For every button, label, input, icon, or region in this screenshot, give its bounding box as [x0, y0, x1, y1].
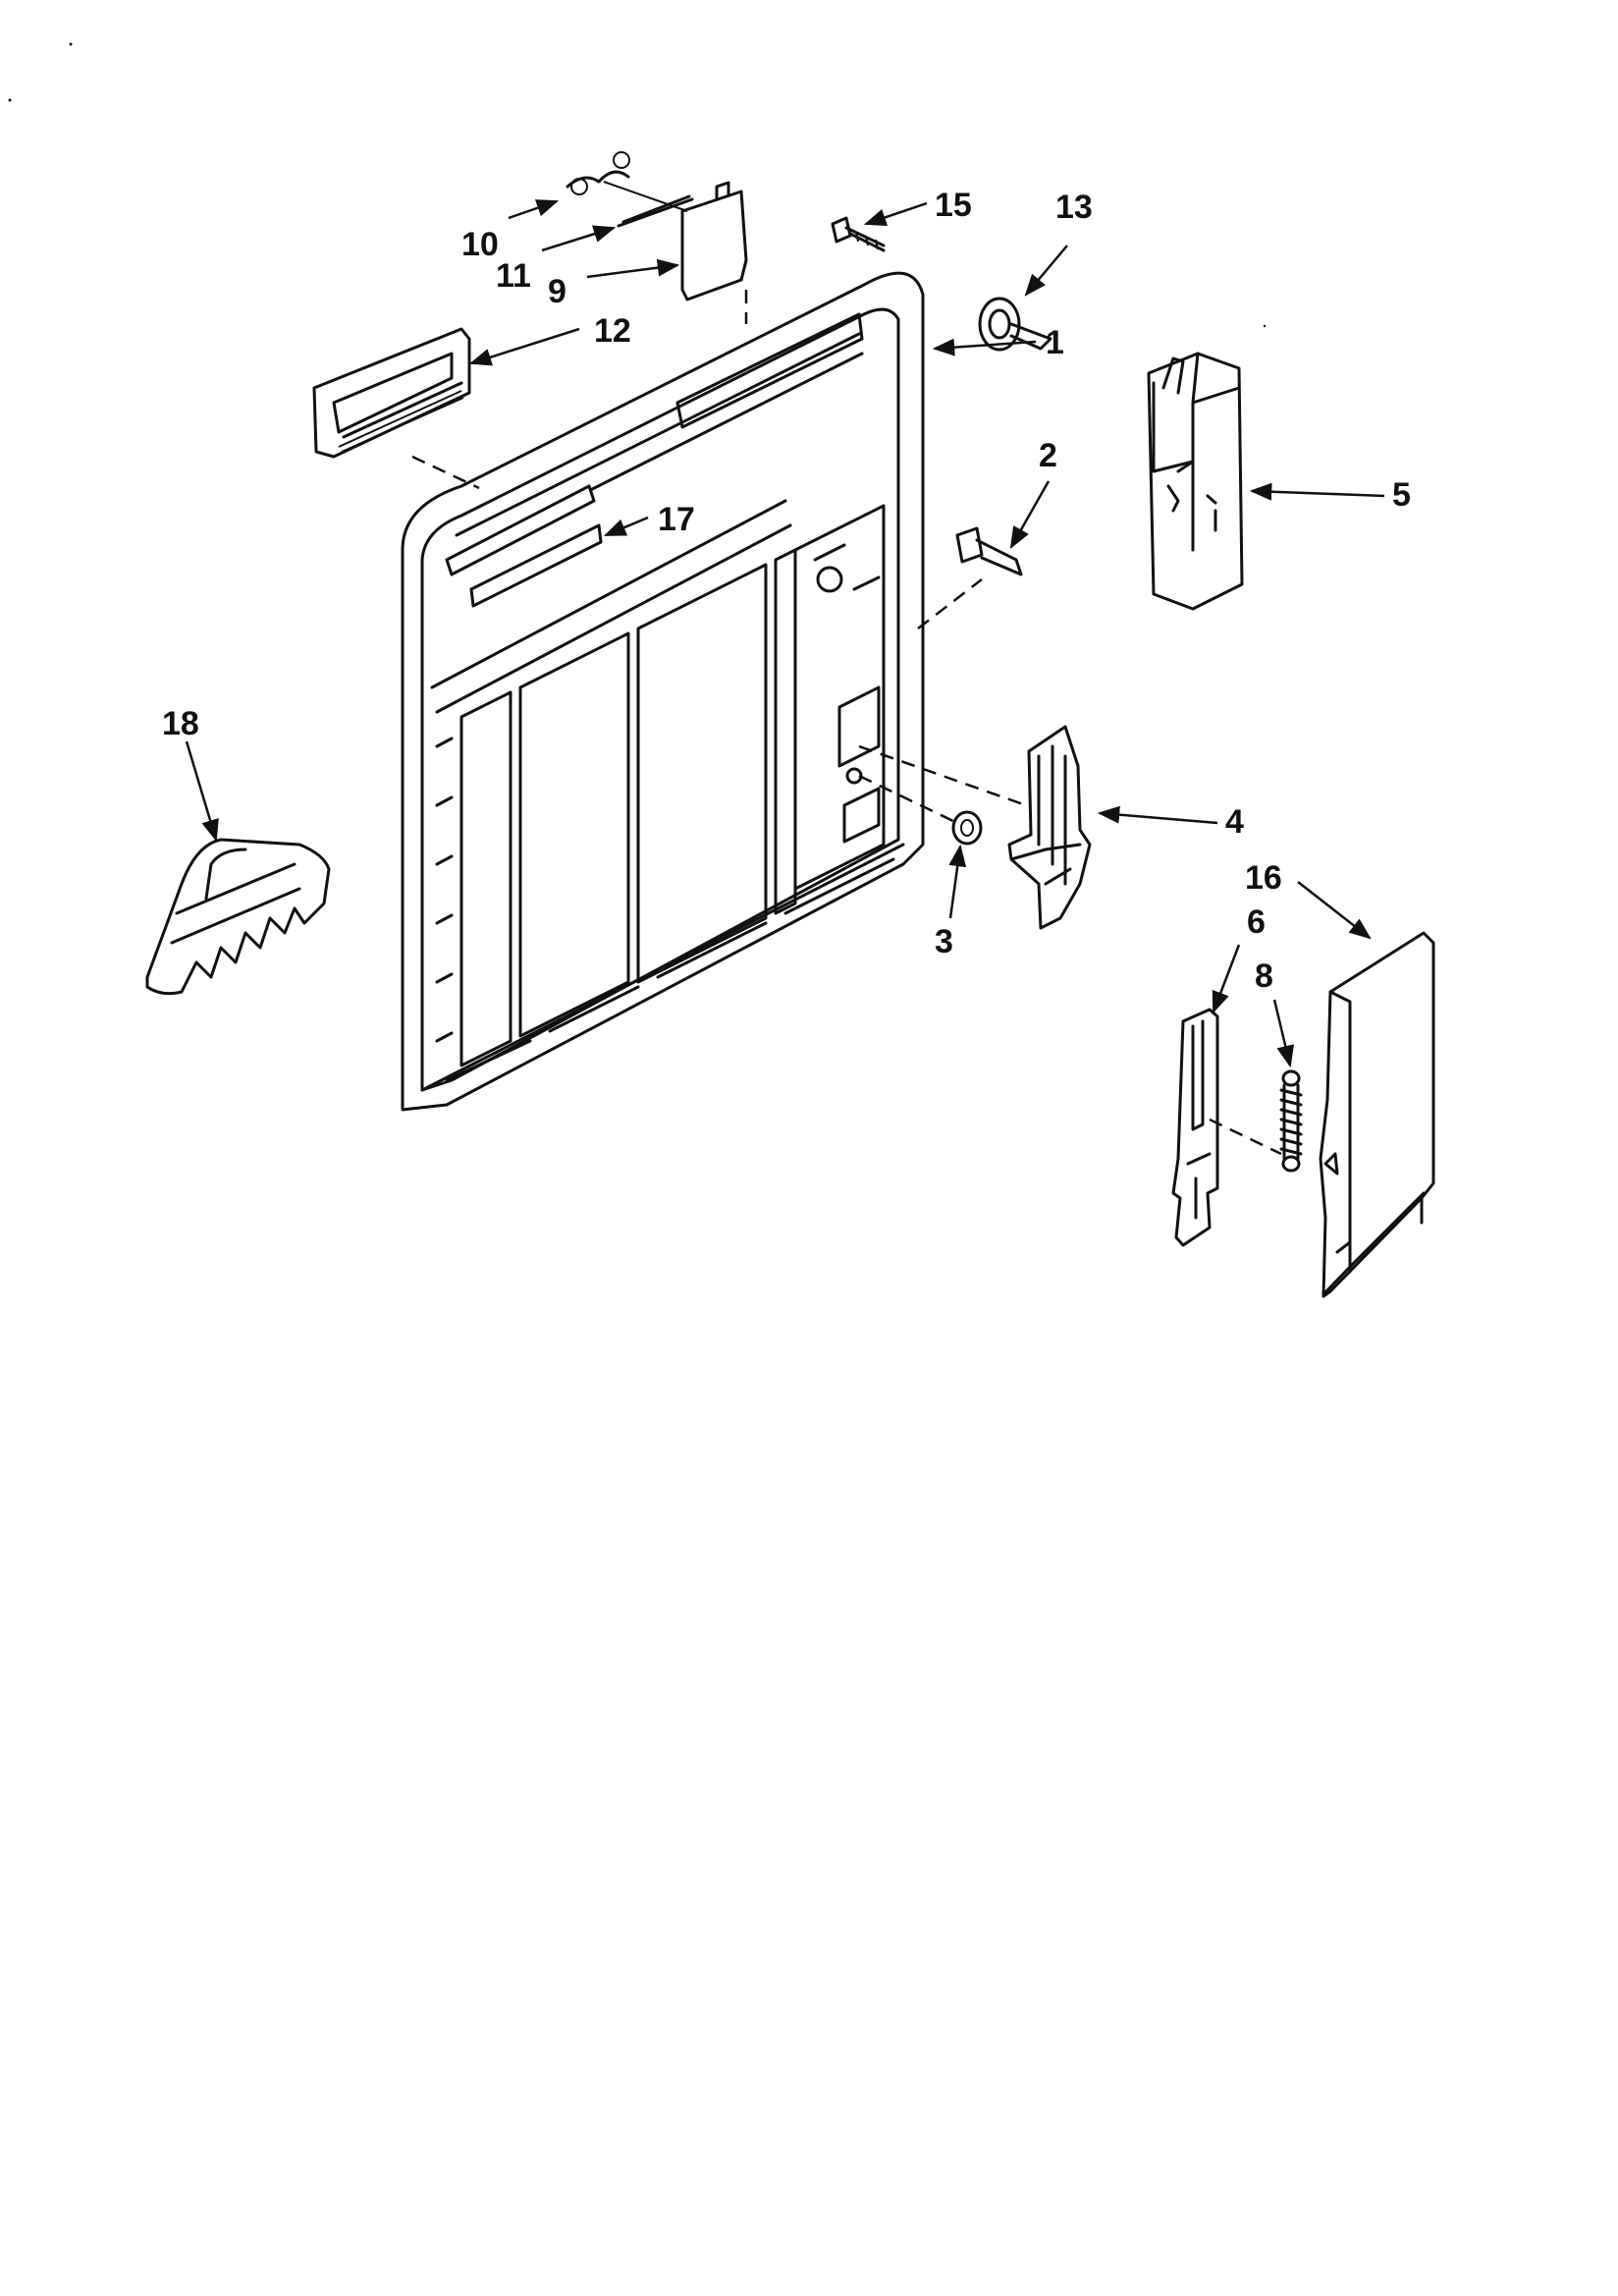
inner-door-panel [401, 271, 925, 1112]
callout-4: 4 [1225, 803, 1244, 841]
hinge-clip [955, 526, 1023, 576]
callout-18: 18 [162, 705, 199, 742]
callout-12: 12 [594, 312, 631, 350]
door-handle [145, 838, 331, 996]
callout-13: 13 [1055, 189, 1093, 226]
latch-housing [1147, 352, 1244, 611]
leader-arrows [185, 199, 1385, 1068]
callout-16: 16 [1245, 859, 1282, 897]
knob [978, 297, 1052, 352]
side-cover [1319, 931, 1435, 1298]
callout-9: 9 [548, 273, 566, 310]
slide [1171, 1008, 1219, 1247]
handle-bracket [312, 327, 471, 459]
callout-2: 2 [1039, 437, 1057, 474]
callout-5: 5 [1392, 476, 1411, 514]
callout-15: 15 [935, 187, 972, 224]
assembly-lines [411, 290, 1282, 1156]
callout-11: 11 [496, 257, 531, 295]
cover-assembly [566, 151, 748, 301]
callout-8: 8 [1255, 957, 1273, 995]
latch-actuator [1007, 725, 1092, 930]
callout-1: 1 [1046, 324, 1064, 361]
callout-10: 10 [461, 226, 499, 263]
screw [831, 216, 886, 252]
callout-labels: 1 2 3 4 5 6 8 9 10 11 12 13 15 16 17 18 [162, 187, 1411, 995]
callout-3: 3 [935, 923, 953, 960]
spring [1279, 1069, 1303, 1173]
callout-6: 6 [1247, 903, 1266, 941]
nut [951, 810, 983, 846]
callout-17: 17 [658, 501, 695, 538]
